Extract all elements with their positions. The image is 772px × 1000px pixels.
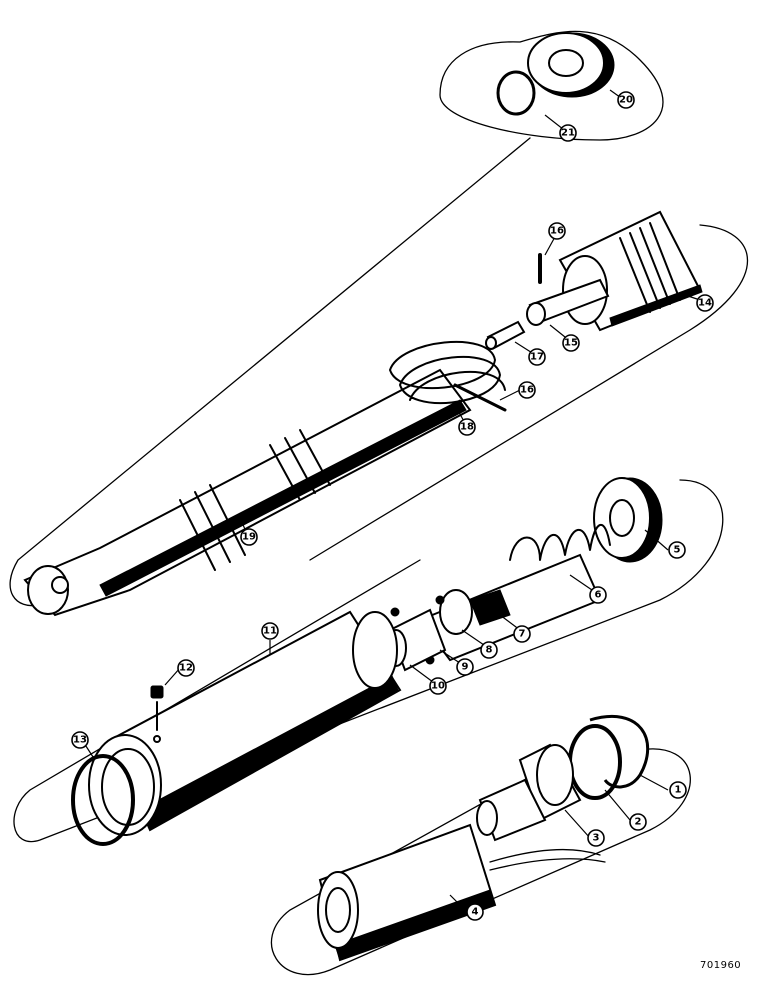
- callout-4-label: 4: [472, 907, 479, 918]
- callout-16-top: 16: [548, 222, 566, 240]
- part-8-ring: [439, 589, 473, 635]
- callout-17: 17: [528, 348, 546, 366]
- callout-19-label: 19: [242, 532, 256, 543]
- callout-8-label: 8: [486, 645, 493, 656]
- callout-10-label: 10: [431, 681, 445, 692]
- callout-18: 18: [458, 418, 476, 436]
- upper-group-outline: [9, 30, 748, 607]
- callout-7: 7: [513, 625, 531, 643]
- callout-20-label: 20: [619, 95, 633, 106]
- callout-12-label: 12: [179, 663, 193, 674]
- part-14-cylinder-head: [558, 210, 703, 332]
- callout-6: 6: [589, 586, 607, 604]
- callout-11: 11: [261, 622, 279, 640]
- callout-16-mid-label: 16: [520, 385, 534, 396]
- callout-5: 5: [668, 541, 686, 559]
- callout-13-label: 13: [73, 735, 87, 746]
- callout-1-label: 1: [675, 785, 682, 796]
- callout-18-label: 18: [460, 422, 474, 433]
- callout-1: 1: [669, 781, 687, 799]
- part-6-spring: [509, 523, 611, 561]
- callout-15: 15: [562, 334, 580, 352]
- part-3-guide: [476, 743, 582, 842]
- part-15-sleeve: [526, 278, 610, 326]
- callout-20: 20: [617, 91, 635, 109]
- callout-16-top-label: 16: [550, 226, 564, 237]
- callout-21-label: 21: [561, 128, 575, 139]
- callout-11-label: 11: [263, 626, 277, 637]
- callout-8: 8: [480, 641, 498, 659]
- part-21-o-ring: [496, 70, 536, 116]
- part-17-roll-pin: [485, 320, 526, 350]
- part-11-cylinder-barrel: [88, 610, 402, 836]
- callout-4: 4: [466, 903, 484, 921]
- callout-6-label: 6: [595, 590, 602, 601]
- callout-9: 9: [456, 658, 474, 676]
- part-16-pin-mid: [453, 383, 507, 412]
- part-18-piston-spring: [389, 340, 506, 405]
- part-4-rod-cover: [317, 823, 606, 962]
- callout-19: 19: [240, 528, 258, 546]
- callout-3: 3: [587, 829, 605, 847]
- callout-14: 14: [696, 294, 714, 312]
- part-20-washer: [527, 32, 615, 98]
- callout-16-mid: 16: [518, 381, 536, 399]
- part-5-seal-cup: [593, 477, 663, 563]
- callout-17-label: 17: [530, 352, 544, 363]
- callout-9-label: 9: [462, 662, 469, 673]
- part-19-piston-rod-assembly: [23, 368, 472, 617]
- figure-number: 701960: [700, 960, 742, 971]
- callout-5-label: 5: [674, 545, 681, 556]
- callout-21: 21: [559, 124, 577, 142]
- lower-group-outline: [13, 479, 724, 843]
- callout-12: 12: [177, 659, 195, 677]
- callout-14-label: 14: [698, 298, 712, 309]
- callout-15-label: 15: [564, 338, 578, 349]
- callout-13: 13: [71, 731, 89, 749]
- callout-3-label: 3: [593, 833, 600, 844]
- part-12-setscrew: [150, 685, 164, 731]
- callout-2: 2: [629, 813, 647, 831]
- callout-7-label: 7: [519, 629, 526, 640]
- part-13-o-ring: [71, 754, 135, 846]
- callout-10: 10: [429, 677, 447, 695]
- callout-2-label: 2: [635, 817, 642, 828]
